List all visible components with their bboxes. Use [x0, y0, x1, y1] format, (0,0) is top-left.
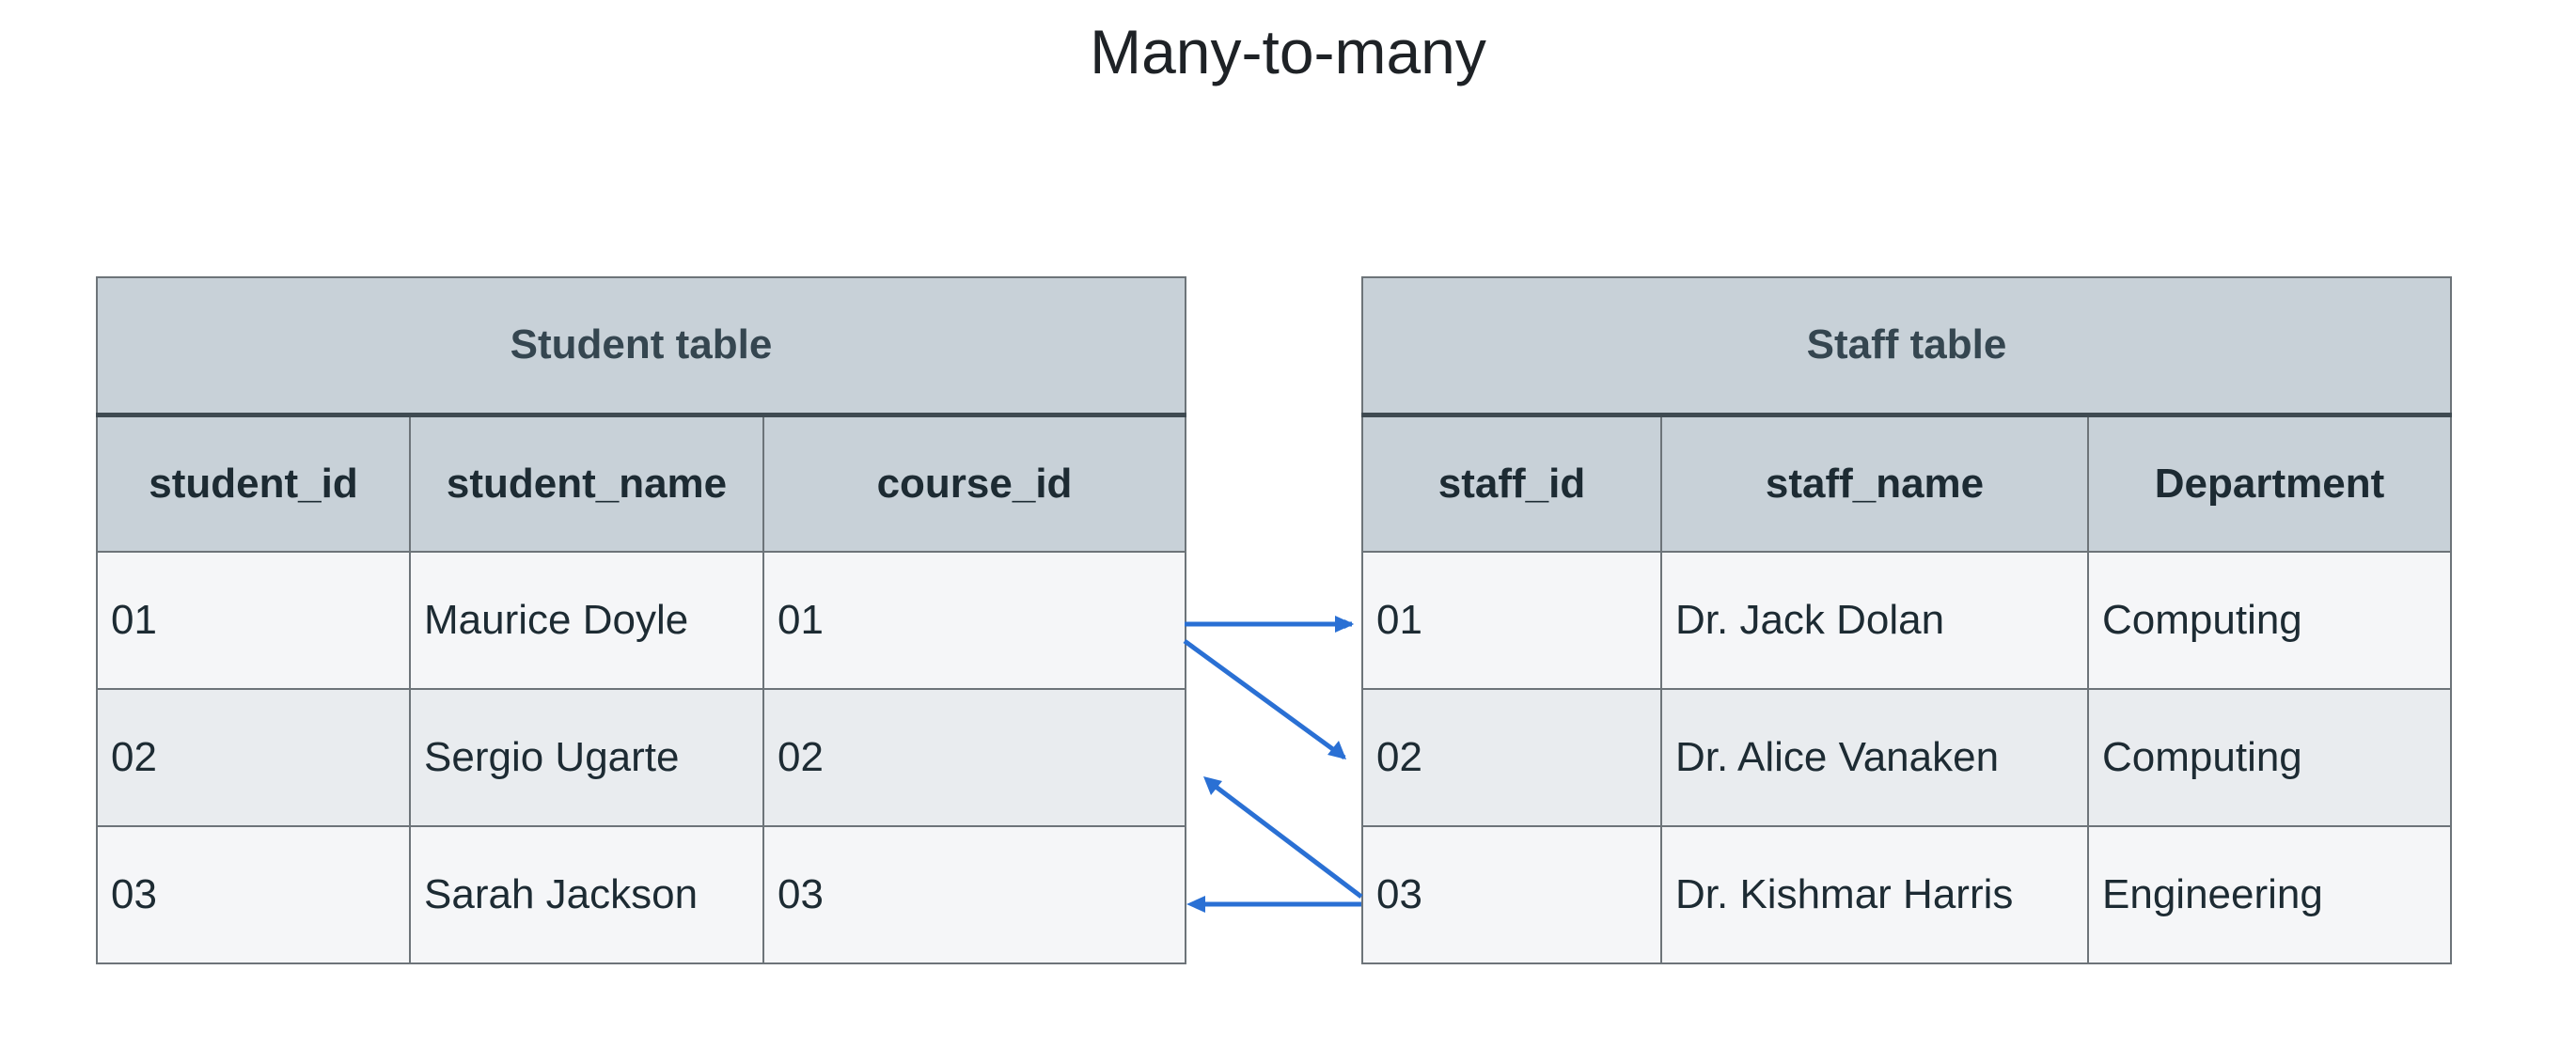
table-cell: Sergio Ugarte	[409, 688, 764, 827]
table-cell: Sarah Jackson	[409, 825, 764, 964]
arrowhead	[1203, 776, 1222, 795]
table-cell: 01	[1361, 551, 1662, 690]
table-row: 03 Sarah Jackson 03	[96, 825, 1187, 964]
staff-column-header: staff_name	[1660, 414, 2089, 553]
student-column-header: course_id	[762, 414, 1187, 553]
table-cell: 01	[96, 551, 411, 690]
staff-column-header: staff_id	[1361, 414, 1662, 553]
table-cell: Computing	[2086, 688, 2453, 827]
table-row: 02 Sergio Ugarte 02	[96, 688, 1187, 827]
table-cell: 02	[1361, 688, 1662, 827]
table-row: 01 Dr. Jack Dolan Computing	[1361, 551, 2453, 690]
staff-table-caption: Staff table	[1360, 276, 2453, 417]
table-cell: Dr. Alice Vanaken	[1660, 688, 2089, 827]
student-table-caption: Student table	[95, 276, 1187, 417]
table-cell: Computing	[2086, 551, 2453, 690]
arrowhead	[1327, 741, 1346, 759]
staff-table: Staff table staff_id staff_name Departme…	[1360, 276, 2453, 964]
table-cell: 02	[96, 688, 411, 827]
student-table: Student table student_id student_name co…	[95, 276, 1187, 964]
table-cell: 02	[762, 688, 1187, 827]
table-cell: 03	[96, 825, 411, 964]
table-cell: Maurice Doyle	[409, 551, 764, 690]
arrowhead	[1335, 616, 1354, 633]
student-column-header: student_id	[96, 414, 411, 553]
arrow-staff3-to-student2	[1205, 778, 1363, 899]
table-cell: Engineering	[2086, 825, 2453, 964]
table-cell: 01	[762, 551, 1187, 690]
arrow-student1-to-staff2	[1183, 638, 1346, 760]
table-row: 02 Dr. Alice Vanaken Computing	[1361, 688, 2453, 827]
student-column-header: student_name	[409, 414, 764, 553]
table-cell: Dr. Jack Dolan	[1660, 551, 2089, 690]
staff-column-header: Department	[2086, 414, 2453, 553]
table-row: 03 Dr. Kishmar Harris Engineering	[1361, 825, 2453, 964]
table-row: 01 Maurice Doyle 01	[96, 551, 1187, 690]
arrowhead	[1186, 896, 1205, 913]
table-cell: Dr. Kishmar Harris	[1660, 825, 2089, 964]
table-cell: 03	[762, 825, 1187, 964]
diagram-title: Many-to-many	[1090, 17, 1486, 86]
table-cell: 03	[1361, 825, 1662, 964]
